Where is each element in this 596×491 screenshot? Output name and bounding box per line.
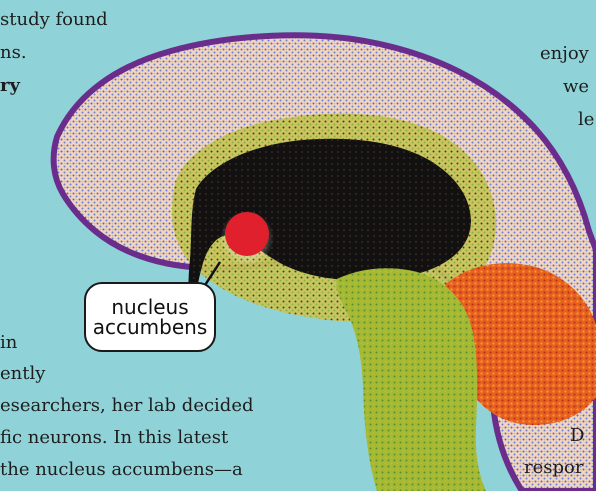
- right-text-line-3: le: [578, 110, 594, 130]
- left-text-line-3: ry: [0, 76, 20, 96]
- right-text-line-4: D: [570, 426, 584, 446]
- right-text-line-5: respor: [524, 458, 583, 478]
- red-dot-icon: [225, 212, 269, 256]
- right-text-line-1: enjoy: [540, 44, 589, 64]
- nucleus-accumbens-callout: nucleus accumbens: [84, 282, 216, 352]
- left-text-line-2: ns.: [0, 43, 27, 63]
- left-text-line-4: in: [0, 333, 17, 353]
- bottom-text-line-3: the nucleus accumbens—a: [0, 460, 243, 480]
- right-text-line-2: we: [563, 77, 589, 97]
- callout-line-2: accumbens: [93, 317, 208, 337]
- callout-line-1: nucleus: [111, 297, 188, 317]
- left-text-line-5: ently: [0, 364, 45, 384]
- bottom-text-line-2: fic neurons. In this latest: [0, 428, 228, 448]
- left-text-line-1: study found: [0, 10, 108, 30]
- bottom-text-line-1: esearchers, her lab decided: [0, 396, 254, 416]
